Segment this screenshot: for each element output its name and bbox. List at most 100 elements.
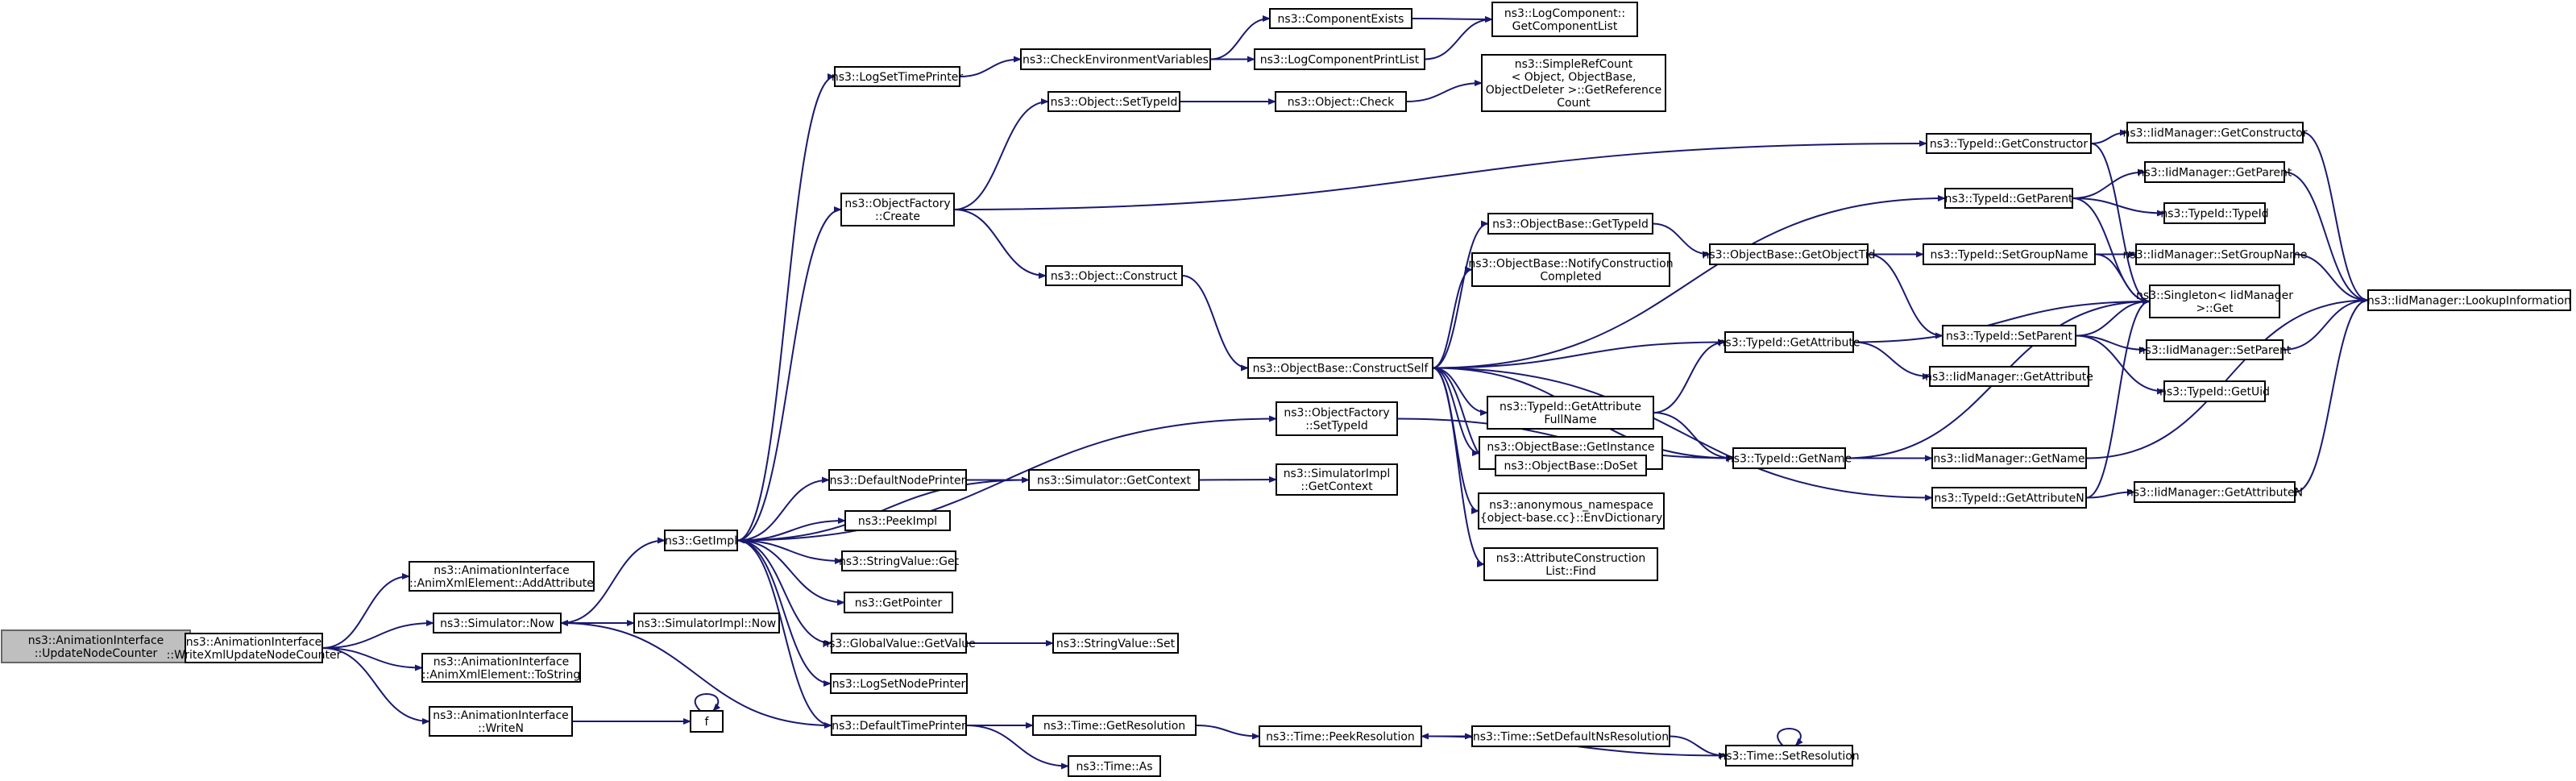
node-ns3-animationinterface-writexmlupdatenodecounter[interactable]: ns3::AnimationInterface::WriteXmlUpdateN… [167,633,342,663]
edge-tidgetattrn-to-iidgetattrn [2085,488,2135,499]
edge-objfactcreate-to-objconstruct [953,209,1047,279]
node-ns3-checkenvironmentvariables[interactable]: ns3::CheckEnvironmentVariables [1020,48,1211,70]
edge-constructself-to-tidgetattr [1432,339,1726,369]
node-ns3-iidmanager-getattribute[interactable]: ns3::IidManager::GetAttribute [1925,366,2093,387]
edge-objfactcreate-to-objsettypeid [953,98,1049,210]
edge-objconstruct-to-constructself [1181,275,1249,372]
node-ns3-typeid-setgroupname[interactable]: ns3::TypeId::SetGroupName [1923,243,2096,265]
node-label: ns3::SimulatorImpl [1284,467,1391,480]
node-box [1047,91,1180,112]
node-label: ns3::anonymous_namespace [1489,499,1653,512]
node-label: ns3::Object::SetTypeId [1051,96,1178,109]
node-ns3-simplerefcount-object-objectbase-objectdeleter-getreference-count[interactable]: ns3::SimpleRefCount< Object, ObjectBase,… [1481,54,1666,112]
node-box [690,710,724,733]
edge-tidgetattrfull-to-tidgetattr [1653,339,1726,413]
node-ns3-typeid-getuid[interactable]: ns3::TypeId::GetUid [2159,380,2270,402]
node-ns3-defaulttimeprinter[interactable]: ns3::DefaultTimePrinter [831,715,967,736]
node-ns3-objectbase-gettypeid[interactable]: ns3::ObjectBase::GetTypeId [1487,213,1653,235]
node-ns3-objectbase-doset[interactable]: ns3::ObjectBase::DoSet [1495,455,1647,476]
node-ns3-objectfactory-create[interactable]: ns3::ObjectFactory::Create [840,193,955,226]
node-label: ns3::TypeId::GetAttribute [1719,337,1860,350]
edge-getimpl-to-logsetnode [736,539,832,687]
node-ns3-object-construct[interactable]: ns3::Object::Construct [1045,265,1183,286]
node-ns3-stringvalue-get[interactable]: ns3::StringValue::Get [839,550,960,571]
node-ns3-animationinterface-animxmlelement-tostring[interactable]: ns3::AnimationInterface::AnimXmlElement:… [421,653,581,683]
node-ns3-iidmanager-getattributen[interactable]: ns3::IidManager::GetAttributeN [2126,481,2303,503]
node-label: ns3::IidManager::GetParent [2138,167,2292,180]
node-ns3-time-setdefaultnsresolution[interactable]: ns3::Time::SetDefaultNsResolution [1471,725,1670,747]
node-ns3-iidmanager-getconstructor[interactable]: ns3::IidManager::GetConstructor [2122,122,2308,143]
node-ns3-stringvalue-set[interactable]: ns3::StringValue::Set [1052,633,1179,654]
node-ns3-iidmanager-lookupinformation[interactable]: ns3::IidManager::LookupInformation [2367,289,2571,311]
node-ns3-object-check[interactable]: ns3::Object::Check [1275,91,1407,112]
node-label: ::SetTypeId [1305,420,1368,433]
node-label: ns3::TypeId::GetAttribute [1500,401,1641,413]
node-ns3-singleton-iidmanager-get[interactable]: ns3::Singleton< IidManager>::Get [2136,285,2293,318]
node-ns3-iidmanager-setparent[interactable]: ns3::IidManager::SetParent [2138,339,2292,360]
node-box [2144,161,2285,183]
node-ns3-animationinterface-updatenodecounter[interactable]: ns3::AnimationInterface::UpdateNodeCount… [1,629,191,663]
node-ns3-typeid-getconstructor[interactable]: ns3::TypeId::GetConstructor [1926,133,2092,154]
node-ns3-time-getresolution[interactable]: ns3::Time::GetResolution [1032,715,1197,736]
node-ns3-objectbase-constructself[interactable]: ns3::ObjectBase::ConstructSelf [1247,357,1433,379]
node-ns3-typeid-getparent[interactable]: ns3::TypeId::GetParent [1944,188,2073,209]
node-ns3-simulatorimpl-now[interactable]: ns3::SimulatorImpl::Now [633,613,780,634]
node-ns3-logsettimeprinter[interactable]: ns3::LogSetTimePrinter [832,66,964,87]
node-label: ns3::GlobalValue::GetValue [822,638,975,650]
node-box [1944,188,2073,209]
node-box [2134,481,2296,503]
node-label: ns3::TypeId::GetUid [2159,386,2270,399]
node-ns3-logcomponentprintlist[interactable]: ns3::LogComponentPrintList [1254,48,1425,70]
node-ns3-animationinterface-writen[interactable]: ns3::AnimationInterface::WriteN [429,706,573,737]
node-box [1269,8,1412,29]
node-ns3-object-settypeid[interactable]: ns3::Object::SetTypeId [1047,91,1180,112]
node-ns3-anonymous-namespace-object-base-cc-envdictionary[interactable]: ns3::anonymous_namespace{object-base.cc}… [1478,492,1665,530]
node-ns3-logsetnodeprinter[interactable]: ns3::LogSetNodePrinter [830,673,968,694]
node-ns3-globalvalue-getvalue[interactable]: ns3::GlobalValue::GetValue [822,633,976,654]
node-ns3-logcomponent-getcomponentlist[interactable]: ns3::LogComponent::GetComponentList [1491,2,1638,37]
node-ns3-getpointer[interactable]: ns3::GetPointer [844,592,953,613]
node-box [841,550,956,571]
node-ns3-simulator-getcontext[interactable]: ns3::Simulator::GetContext [1028,469,1200,491]
node-label: ns3::ObjectBase::GetInstance [1487,441,1654,454]
node-box [1709,243,1869,265]
node-ns3-peekimpl[interactable]: ns3::PeekImpl [844,510,951,531]
node-ns3-typeid-getattributen[interactable]: ns3::TypeId::GetAttributeN [1931,487,2087,509]
edge-timegetres-to-peekres [1195,725,1260,740]
node-ns3-objectfactory-settypeid[interactable]: ns3::ObjectFactory::SetTypeId [1276,401,1398,436]
node-label: FullName [1544,413,1596,426]
node-ns3-time-as[interactable]: ns3::Time::As [1068,755,1161,777]
node-ns3-simulatorimpl-getcontext[interactable]: ns3::SimulatorImpl::GetContext [1276,463,1398,496]
node-ns3-componentexists[interactable]: ns3::ComponentExists [1269,8,1412,29]
node-ns3-getimpl[interactable]: ns3::GetImpl [664,530,738,551]
edge-iidsetparent-to-lookupinfo [2282,297,2369,351]
edge-tidsetparent-to-singletonget [2075,298,2151,337]
node-ns3-defaultnodeprinter[interactable]: ns3::DefaultNodePrinter [828,469,967,491]
node-box [421,653,581,683]
node-ns3-objectbase-notifyconstruction-completed[interactable]: ns3::ObjectBase::NotifyConstructionCompl… [1468,252,1674,287]
node-ns3-simulator-now[interactable]: ns3::Simulator::Now [433,613,562,634]
node-ns3-iidmanager-getparent[interactable]: ns3::IidManager::GetParent [2138,161,2292,183]
node-label: ::WriteXmlUpdateNodeCounter [167,649,342,662]
node-ns3-iidmanager-getname[interactable]: ns3::IidManager::GetName [1931,447,2087,469]
node-ns3-typeid-getattribute[interactable]: ns3::TypeId::GetAttribute [1719,331,1860,353]
node-box [1724,331,1854,353]
node-ns3-time-peekresolution[interactable]: ns3::Time::PeekResolution [1259,725,1422,747]
node-box [1254,48,1425,70]
node-ns3-time-setresolution[interactable]: ns3::Time::SetResolution [1719,745,1860,766]
node-ns3-typeid-setparent[interactable]: ns3::TypeId::SetParent [1942,325,2076,347]
node-ns3-animationinterface-animxmlelement-addattribute[interactable]: ns3::AnimationInterface::AnimXmlElement:… [409,561,595,592]
node-ns3-typeid-getname[interactable]: ns3::TypeId::GetName [1727,447,1852,469]
node-box [1052,633,1179,654]
edge-objfactcreate-to-tidgetconstr [953,140,1927,210]
node-ns3-objectbase-getobjecttid[interactable]: ns3::ObjectBase::GetObjectTid [1702,243,1876,265]
node-f[interactable]: f [690,710,724,733]
edge-simnow-to-getimpl [560,537,666,624]
node-label: ns3::LogSetTimePrinter [832,71,964,84]
node-ns3-iidmanager-setgroupname[interactable]: ns3::IidManager::SetGroupName [2123,243,2308,265]
node-label: ns3::IidManager::LookupInformation [2367,295,2571,308]
node-ns3-typeid-typeid[interactable]: ns3::TypeId::TypeId [2160,202,2269,224]
